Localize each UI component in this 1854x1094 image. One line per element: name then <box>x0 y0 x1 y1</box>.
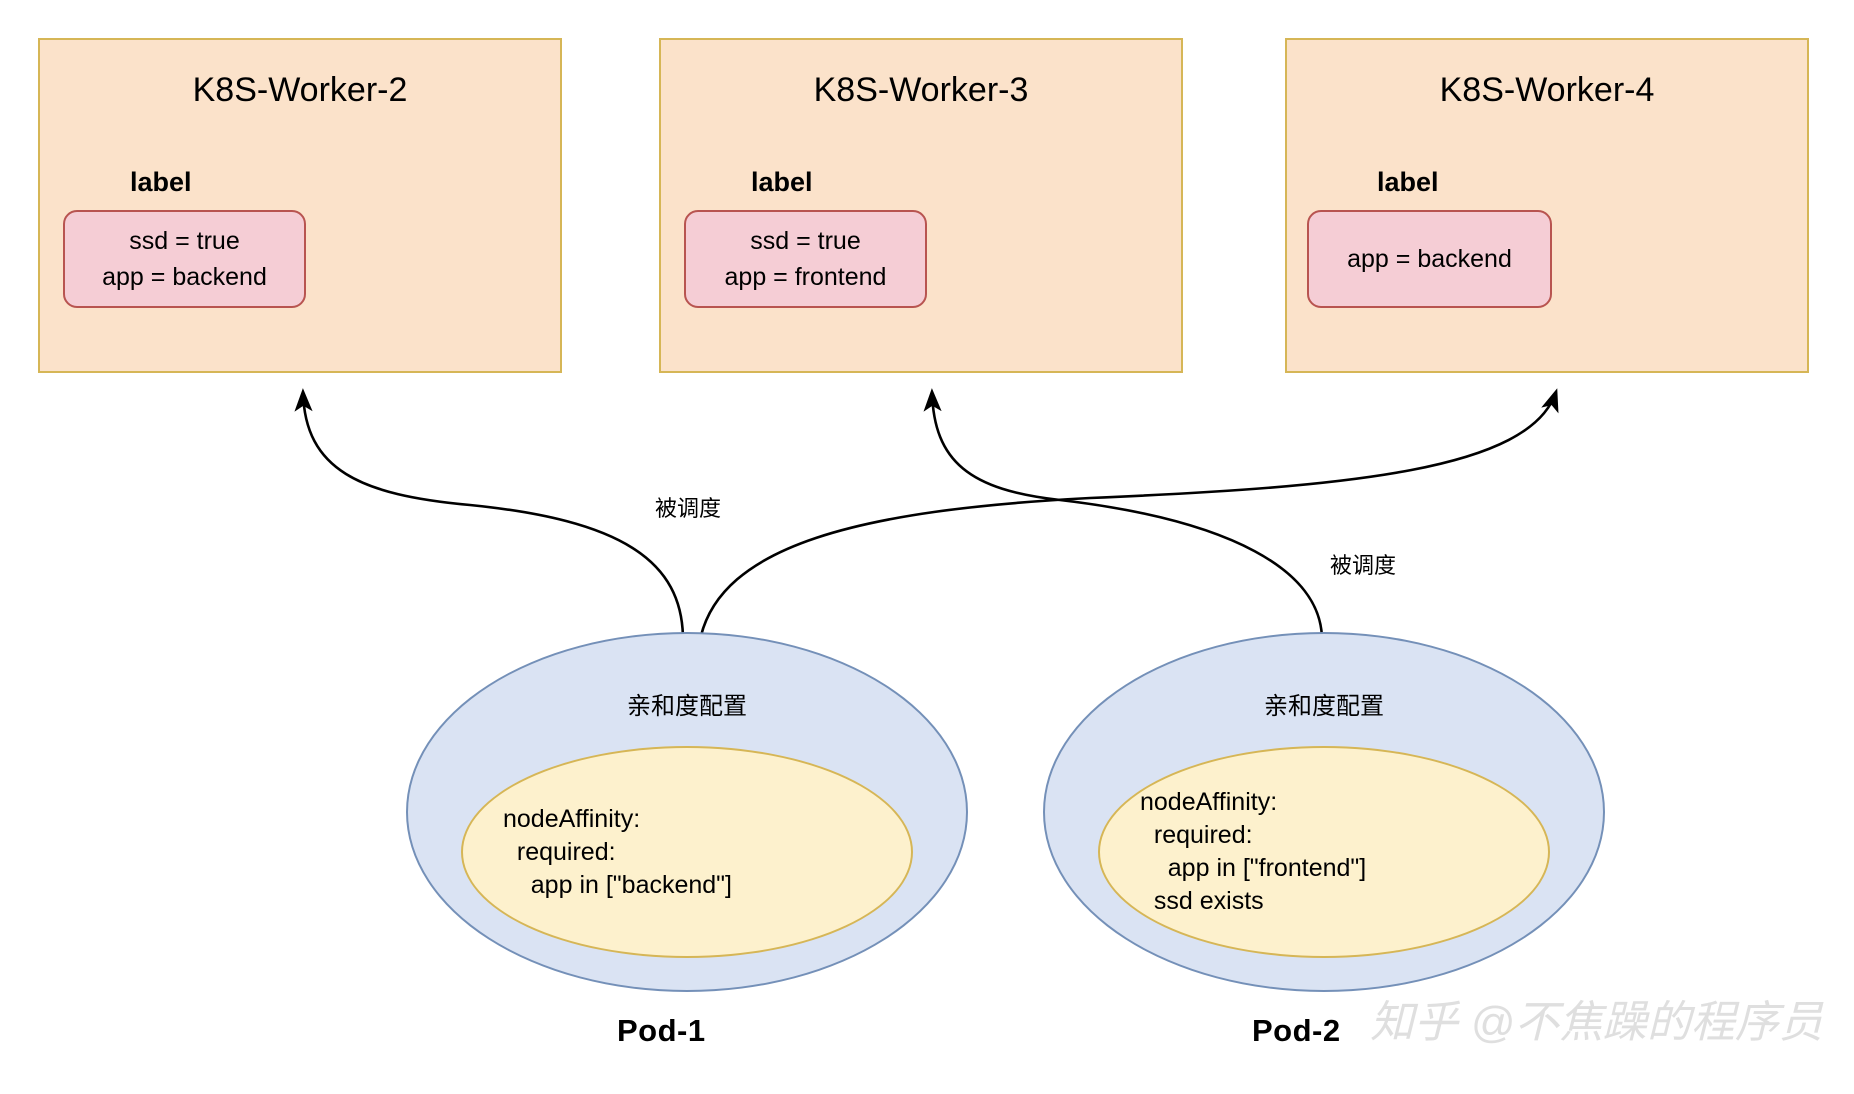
pod-ellipse-pod-2: 亲和度配置 nodeAffinity: required: app in ["f… <box>1043 632 1605 992</box>
node-title: K8S-Worker-4 <box>1439 71 1655 109</box>
pod-affinity-config: nodeAffinity: required: app in ["backend… <box>461 746 913 958</box>
pod-ellipse-pod-1: 亲和度配置 nodeAffinity: required: app in ["b… <box>406 632 968 992</box>
affinity-line: app in ["backend"] <box>503 870 733 899</box>
pod-affinity-config: nodeAffinity: required: app in ["fronten… <box>1098 746 1550 958</box>
node-label-value: app = frontend <box>724 263 887 291</box>
pod-name-label: Pod-1 <box>617 1013 706 1048</box>
node-label-value: app = backend <box>1347 245 1512 273</box>
affinity-line: nodeAffinity: <box>503 804 641 833</box>
node-label-value: app = backend <box>102 263 267 291</box>
node-box-worker-2: K8S-Worker-2 label ssd = true app = back… <box>38 38 562 373</box>
affinity-line: app in ["frontend"] <box>1140 854 1367 882</box>
node-label-chip: ssd = true app = frontend <box>684 210 927 308</box>
node-label-value: ssd = true <box>750 227 861 255</box>
affinity-line: ssd exists <box>1140 887 1264 915</box>
node-title: K8S-Worker-2 <box>192 71 408 109</box>
affinity-line: nodeAffinity: <box>1140 788 1278 816</box>
edge-pod1-to-worker4 <box>698 388 1559 641</box>
node-label-chip: ssd = true app = backend <box>63 210 306 308</box>
node-label-heading: label <box>751 167 813 197</box>
edge-label-scheduled-2: 被调度 <box>1330 553 1397 578</box>
affinity-line: required: <box>1140 821 1253 849</box>
pod-name-label: Pod-2 <box>1252 1013 1341 1048</box>
edge-label-scheduled-1: 被调度 <box>655 496 722 521</box>
edge-pod1-to-worker2 <box>294 388 685 641</box>
node-label-chip: app = backend <box>1307 210 1552 308</box>
node-label-heading: label <box>1377 167 1439 197</box>
affinity-line: required: <box>503 837 616 866</box>
pod-affinity-title: 亲和度配置 <box>1264 693 1384 720</box>
node-box-worker-4: K8S-Worker-4 label app = backend <box>1285 38 1809 373</box>
watermark: 知乎 @不焦躁的程序员 <box>1370 998 1823 1047</box>
node-title: K8S-Worker-3 <box>813 71 1029 109</box>
edge-pod2-to-worker3 <box>923 388 1324 641</box>
node-label-heading: label <box>130 167 192 197</box>
pod-affinity-title: 亲和度配置 <box>627 693 747 720</box>
node-box-worker-3: K8S-Worker-3 label ssd = true app = fron… <box>659 38 1183 373</box>
node-label-value: ssd = true <box>129 227 240 255</box>
